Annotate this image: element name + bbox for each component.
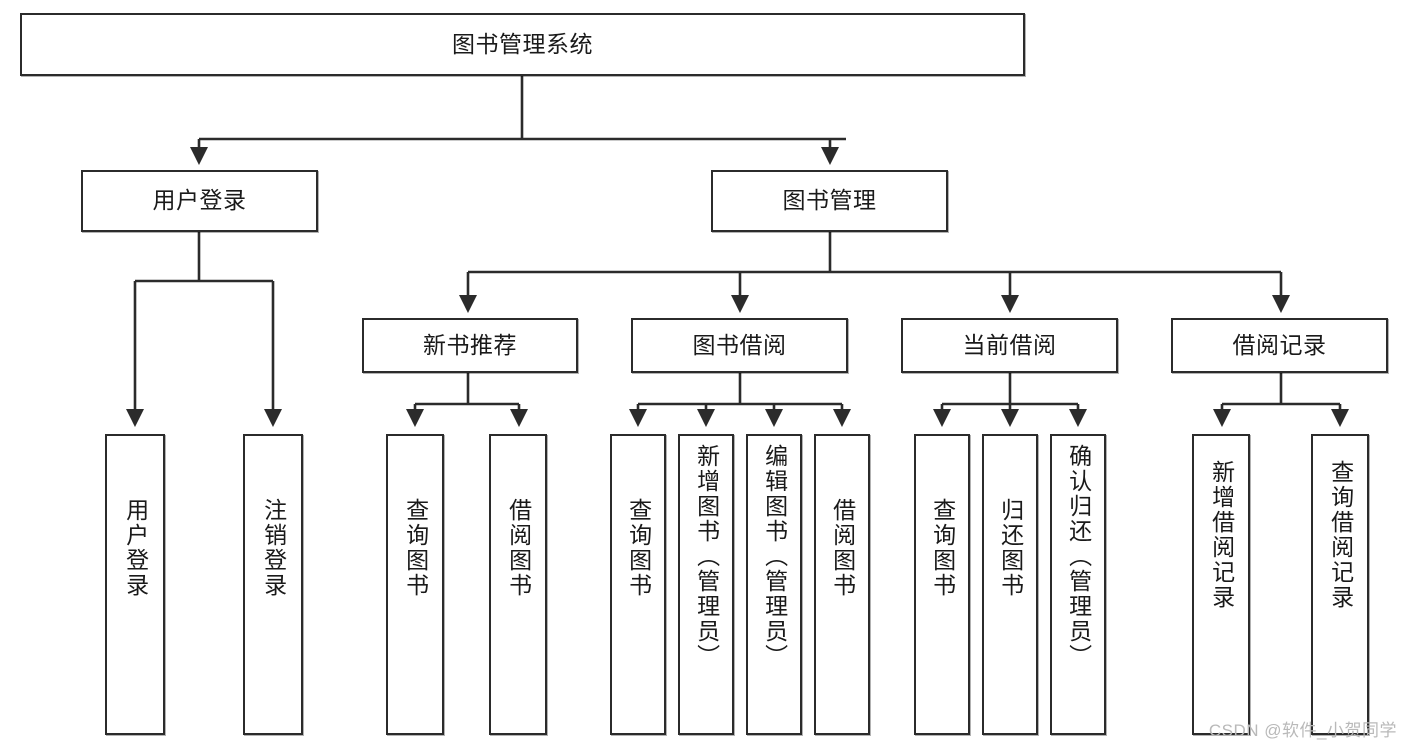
node-leaf-borrow-query[interactable]: 查询图书 (610, 434, 666, 735)
node-leaf-records-query[interactable]: 查询借阅记录 (1311, 434, 1369, 735)
node-leaf-current-return-label: 归还图书 (997, 498, 1024, 598)
node-leaf-borrow-query-label: 查询图书 (625, 498, 652, 598)
node-leaf-user-login-signout-label: 注销登录 (260, 498, 287, 598)
node-borrow-records-label: 借阅记录 (1232, 331, 1327, 358)
node-book-management-label: 图书管理 (782, 187, 877, 214)
node-book-management[interactable]: 图书管理 (711, 170, 948, 232)
node-book-borrow-label: 图书借阅 (692, 331, 787, 358)
node-leaf-current-return[interactable]: 归还图书 (982, 434, 1038, 735)
node-leaf-user-login-signin[interactable]: 用户登录 (105, 434, 165, 735)
node-root-label: 图书管理系统 (452, 30, 593, 57)
node-user-login[interactable]: 用户登录 (81, 170, 318, 232)
node-leaf-newbook-borrow[interactable]: 借阅图书 (489, 434, 547, 735)
node-leaf-current-confirm-return[interactable]: 确认归还（管理员） (1050, 434, 1106, 735)
node-leaf-user-login-signout[interactable]: 注销登录 (243, 434, 303, 735)
node-leaf-records-add[interactable]: 新增借阅记录 (1192, 434, 1250, 735)
node-book-borrow[interactable]: 图书借阅 (631, 318, 848, 373)
node-leaf-current-query-label: 查询图书 (929, 498, 956, 598)
node-new-book-recommend-label: 新书推荐 (423, 331, 517, 358)
node-user-login-label: 用户登录 (152, 187, 247, 214)
node-leaf-borrow-borrow-book-label: 借阅图书 (829, 498, 856, 598)
node-leaf-borrow-add-book[interactable]: 新增图书（管理员） (678, 434, 734, 735)
node-leaf-borrow-add-book-label: 新增图书（管理员） (693, 444, 720, 669)
node-leaf-newbook-query[interactable]: 查询图书 (386, 434, 444, 735)
node-new-book-recommend[interactable]: 新书推荐 (362, 318, 578, 373)
node-leaf-newbook-borrow-label: 借阅图书 (505, 498, 532, 598)
watermark-text: CSDN @软件_小贺同学 (1208, 721, 1397, 740)
node-leaf-records-query-label: 查询借阅记录 (1327, 460, 1354, 610)
node-leaf-borrow-edit-book[interactable]: 编辑图书（管理员） (746, 434, 802, 735)
node-leaf-borrow-edit-book-label: 编辑图书（管理员） (761, 444, 788, 669)
node-current-borrow[interactable]: 当前借阅 (901, 318, 1118, 373)
node-leaf-current-query[interactable]: 查询图书 (914, 434, 970, 735)
node-leaf-current-confirm-return-label: 确认归还（管理员） (1065, 444, 1092, 669)
node-leaf-records-add-label: 新增借阅记录 (1208, 460, 1235, 610)
node-leaf-user-login-signin-label: 用户登录 (122, 498, 149, 598)
node-leaf-borrow-borrow-book[interactable]: 借阅图书 (814, 434, 870, 735)
node-current-borrow-label: 当前借阅 (962, 331, 1057, 358)
node-borrow-records[interactable]: 借阅记录 (1171, 318, 1388, 373)
node-root[interactable]: 图书管理系统 (20, 13, 1025, 76)
node-leaf-newbook-query-label: 查询图书 (402, 498, 429, 598)
